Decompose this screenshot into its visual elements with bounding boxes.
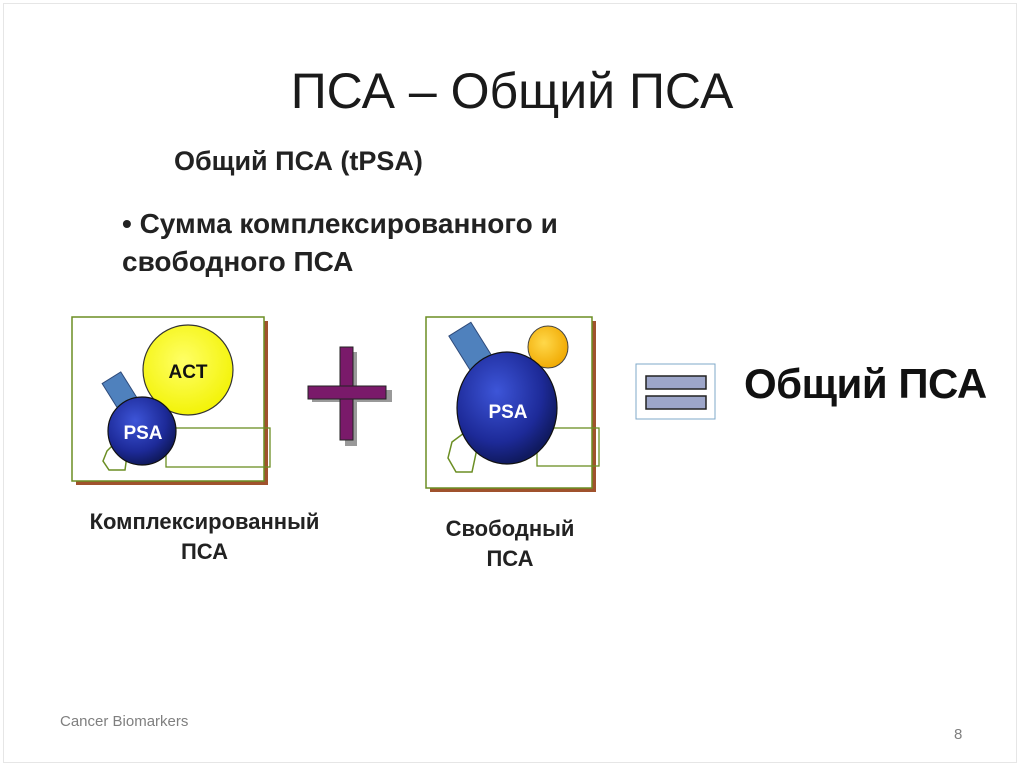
plus-symbol <box>307 346 392 446</box>
act-molecule <box>142 324 234 416</box>
psa-label: PSA <box>488 402 527 423</box>
slide-frame <box>3 3 1017 763</box>
equals-bar-bottom <box>645 395 707 410</box>
page-number: 8 <box>954 726 963 743</box>
free-psa-box: PSA <box>425 316 600 492</box>
free-site-molecule <box>527 325 569 369</box>
equals-symbol <box>635 363 716 420</box>
equals-bar-top <box>645 375 707 390</box>
free-caption-line1: Свободный <box>445 516 575 541</box>
bullet-text: • Сумма комплексированного и свободного … <box>122 208 558 277</box>
psa-molecule <box>456 351 558 465</box>
footer-text: Cancer Biomarkers <box>60 713 189 730</box>
equals-frame <box>635 363 716 420</box>
complexed-psa-box: ACT PSA <box>71 316 271 485</box>
slide-title: ПСА – Общий ПСА <box>290 63 734 119</box>
complexed-caption: Комплексированный ПСА <box>62 507 347 567</box>
complexed-caption-line1: Комплексированный <box>89 509 320 534</box>
free-caption-line2: ПСА <box>486 546 534 571</box>
psa-label: PSA <box>123 423 162 444</box>
complexed-caption-line2: ПСА <box>180 539 229 564</box>
psa-molecule <box>107 396 177 466</box>
act-label: ACT <box>168 362 207 383</box>
slide-subtitle: Общий ПСА (tPSA) <box>174 146 423 176</box>
free-caption: Свободный ПСА <box>420 514 600 574</box>
result-label: Общий ПСА <box>744 360 987 407</box>
plus-horizontal <box>307 385 387 400</box>
